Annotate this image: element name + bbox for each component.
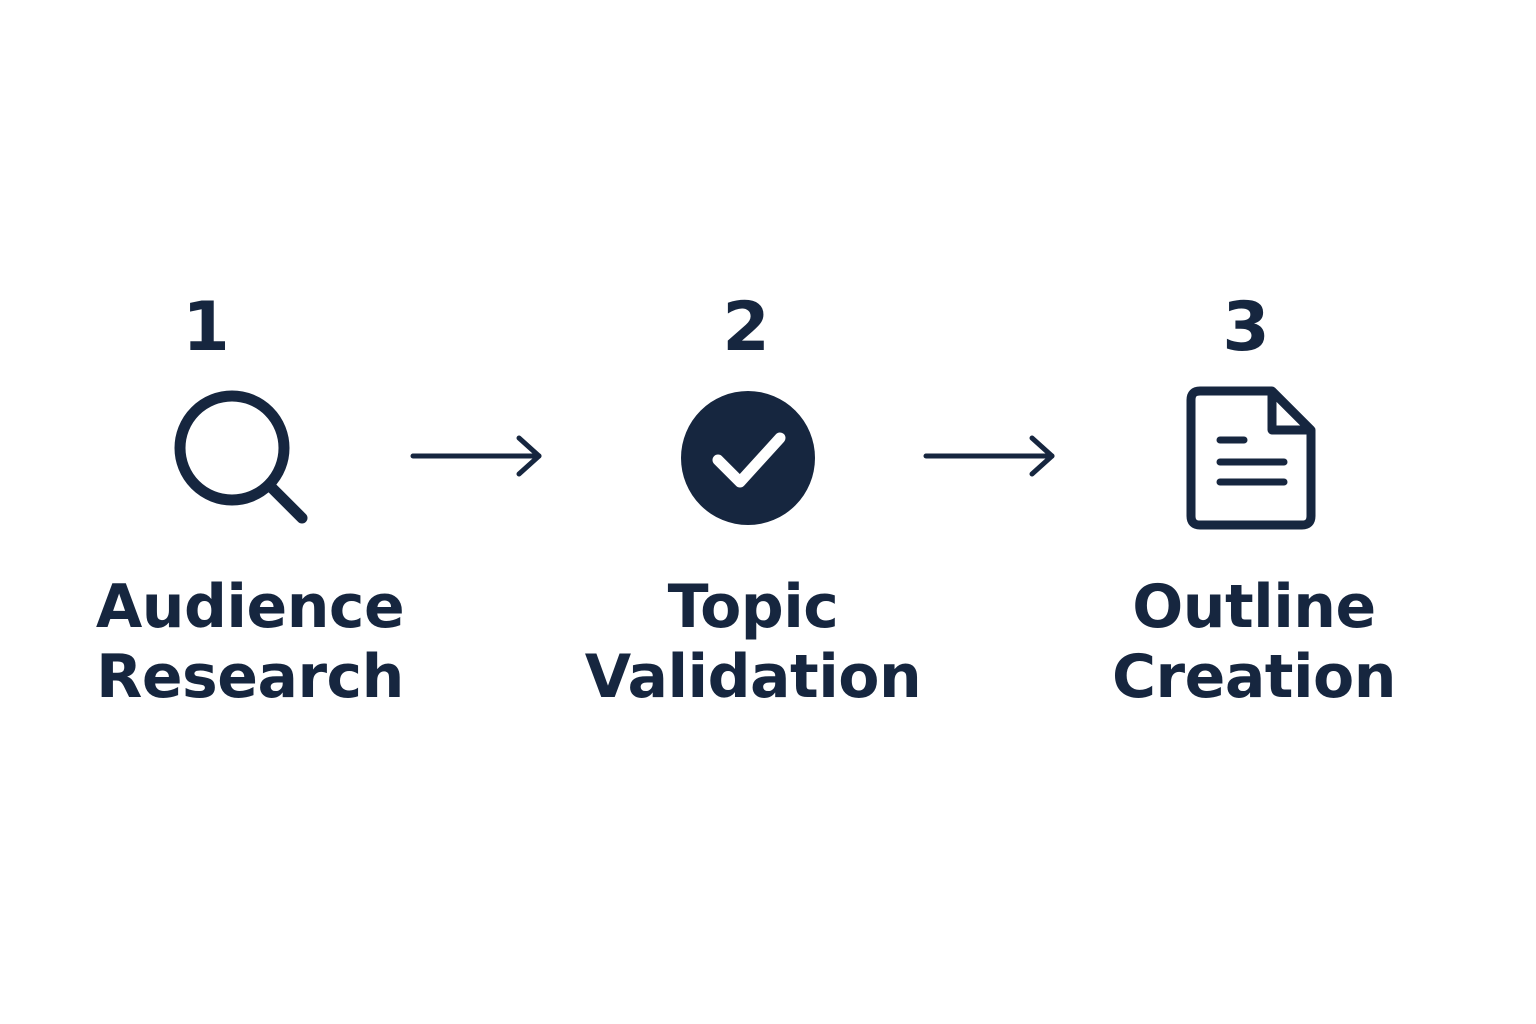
step-3-label-line1: Outline xyxy=(1132,572,1376,642)
step-2-label: Topic Validation xyxy=(553,572,953,712)
arrow-right-icon xyxy=(410,435,542,477)
step-1-label-line1: Audience xyxy=(95,572,405,642)
step-2-number: 2 xyxy=(722,288,770,367)
document-icon xyxy=(1186,386,1316,530)
step-1-label: Audience Research xyxy=(50,572,450,712)
magnifier-icon xyxy=(174,390,308,524)
step-3-label-line2: Creation xyxy=(1112,642,1397,712)
step-3-number: 3 xyxy=(1222,288,1270,367)
step-1-label-line2: Research xyxy=(96,642,404,712)
step-2-label-line1: Topic xyxy=(667,572,839,642)
checkmark-circle-icon xyxy=(681,391,815,525)
arrow-right-icon xyxy=(923,435,1055,477)
step-3-label: Outline Creation xyxy=(1054,572,1454,712)
step-2-label-line2: Validation xyxy=(584,642,922,712)
step-1-number: 1 xyxy=(182,288,230,367)
